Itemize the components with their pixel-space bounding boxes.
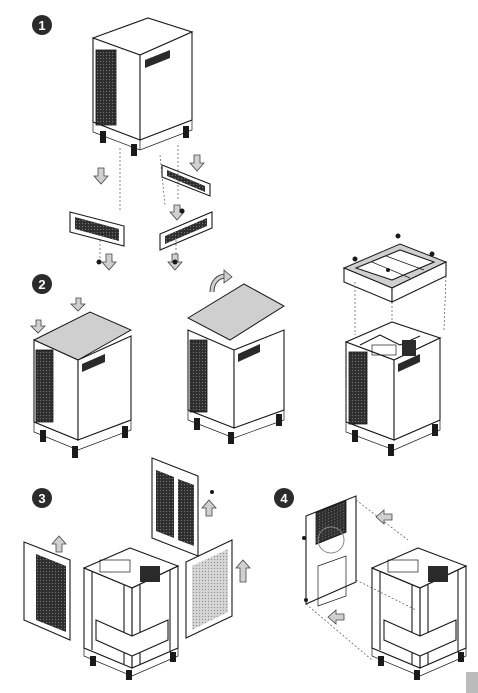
- side-mesh-panel-upper: [151, 457, 199, 557]
- up-arrow-icon: [51, 535, 67, 553]
- step-4-number: 4: [280, 491, 288, 506]
- screw-icon: [395, 233, 401, 239]
- side-panel-solid: [185, 539, 233, 639]
- dust-filter-right-upper: [161, 164, 211, 197]
- step-2-top-frame: [342, 243, 448, 303]
- step-1-badge: 1: [32, 15, 52, 35]
- step-1-case: [91, 17, 194, 156]
- left-arrow-icon: [375, 509, 393, 525]
- rear-panel: [305, 495, 357, 607]
- curved-up-arrow-icon: [209, 269, 233, 293]
- down-arrow-icon: [70, 297, 86, 312]
- screw-icon: [172, 259, 178, 265]
- page-edge-tab: [466, 672, 478, 693]
- screw-icon: [304, 598, 308, 602]
- down-arrow-icon: [101, 253, 117, 271]
- step-3-open-frame: [82, 547, 180, 680]
- step-1: 1: [32, 15, 213, 271]
- step-4: 4: [274, 488, 468, 680]
- up-arrow-icon: [201, 499, 217, 517]
- step-3-number: 3: [38, 491, 45, 506]
- step-2-case-top-lift: [186, 283, 285, 444]
- screw-icon: [302, 536, 306, 540]
- step-2-number: 2: [38, 277, 45, 292]
- screw-icon: [210, 490, 214, 494]
- side-mesh-panel: [95, 49, 117, 126]
- down-arrow-icon: [30, 319, 46, 334]
- screw-icon: [386, 268, 390, 272]
- screw-icon: [96, 259, 102, 265]
- step-1-number: 1: [38, 18, 45, 33]
- down-arrow-icon: [93, 167, 109, 185]
- step-4-badge: 4: [274, 488, 294, 508]
- step-4-open-frame: [370, 547, 468, 680]
- screw-icon: [352, 256, 358, 262]
- step-3: 3: [23, 457, 251, 680]
- left-arrow-icon: [327, 609, 345, 625]
- screw-icon: [429, 251, 435, 257]
- step-2: 2: [30, 233, 448, 458]
- dust-filter-right-lower: [159, 211, 213, 251]
- down-arrow-icon: [189, 154, 205, 172]
- down-arrow-icon: [169, 204, 185, 221]
- up-arrow-icon: [235, 559, 251, 583]
- step-2-badge: 2: [32, 274, 52, 294]
- side-mesh-panel-removed: [23, 541, 71, 641]
- screw-icon: [179, 208, 185, 214]
- step-3-badge: 3: [32, 488, 52, 508]
- dust-filter-left: [69, 211, 125, 247]
- step-2-case-top-press: [32, 311, 133, 458]
- step-2-open-case: [344, 321, 442, 456]
